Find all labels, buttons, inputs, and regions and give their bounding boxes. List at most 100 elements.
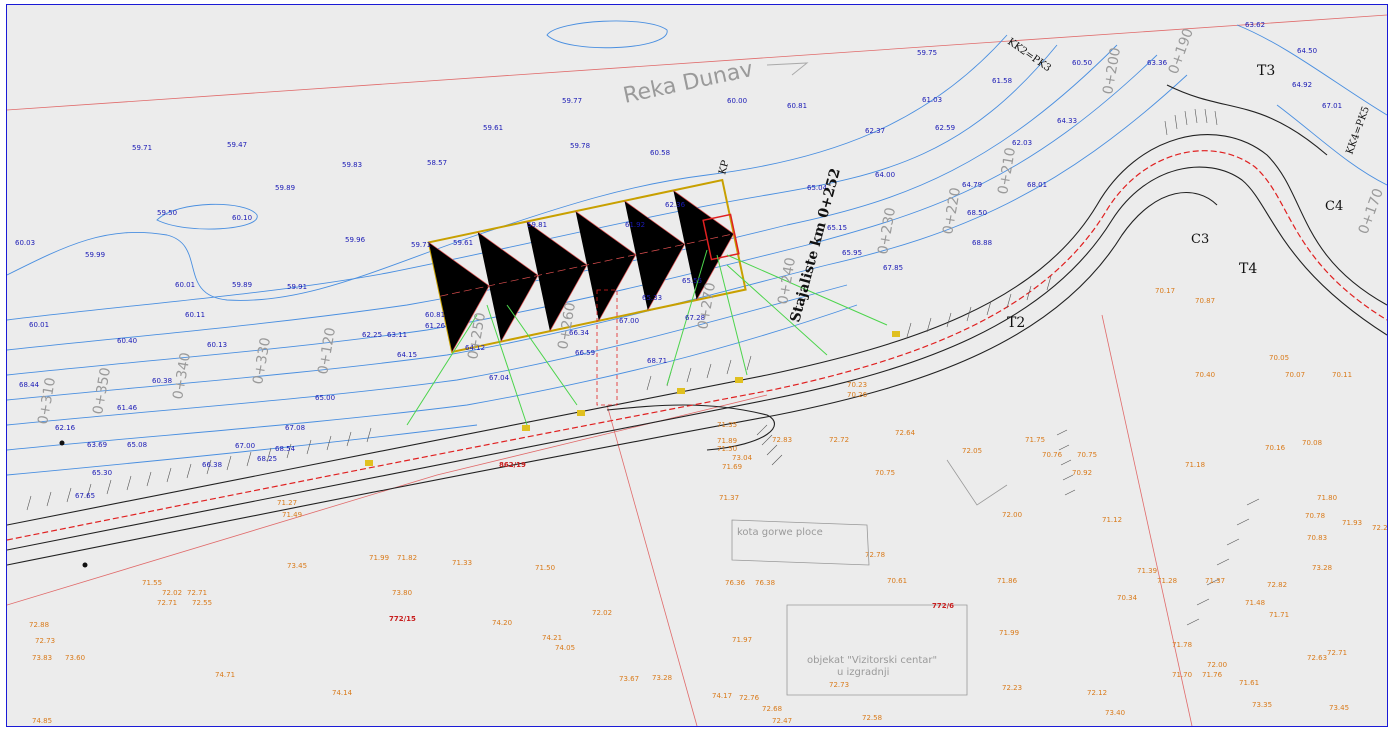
elev-orange-83: 71.61 xyxy=(1239,679,1259,687)
elev-orange-36: 70.40 xyxy=(1195,371,1215,379)
elev-orange-75: 72.73 xyxy=(35,637,55,645)
elev-blue-43: 65.00 xyxy=(315,394,335,402)
elev-orange-57: 73.67 xyxy=(619,675,639,683)
elev-orange-70: 72.76 xyxy=(739,694,760,702)
elev-orange-18: 72.83 xyxy=(772,436,792,444)
building-note-2: objekat "Vizitorski centar" xyxy=(807,655,937,666)
building-note-3: u izgradnji xyxy=(837,667,889,678)
elev-blue-38: 64.50 xyxy=(1297,47,1317,55)
elev-orange-71: 74.14 xyxy=(332,689,353,697)
elev-orange-43: 71.80 xyxy=(1317,494,1337,502)
elev-blue-35: 64.00 xyxy=(875,171,895,179)
elev-blue-40: 67.01 xyxy=(1322,102,1342,110)
elev-blue-17: 61.58 xyxy=(992,77,1012,85)
elev-orange-92: 73.35 xyxy=(1252,701,1272,709)
elev-orange-56: 74.05 xyxy=(555,644,575,652)
elev-blue-72: 66.34 xyxy=(569,329,590,337)
elev-blue-69: 62.36 xyxy=(665,201,686,209)
elev-blue-75: 68.50 xyxy=(967,209,987,217)
elev-blue-15: 60.58 xyxy=(650,149,670,157)
topographic-map-canvas[interactable]: 59.75 59.71 59.47 59.83 58.57 59.89 59.5… xyxy=(7,5,1387,726)
elev-orange-42: 71.28 xyxy=(1157,577,1177,585)
elev-orange-11: 71.33 xyxy=(452,559,472,567)
elev-blue-21: 60.03 xyxy=(15,239,35,247)
elevations-orange: 71.27 71.49 71.55 72.02 72.71 72.71 72.5… xyxy=(29,287,1387,725)
elev-blue-26: 60.11 xyxy=(185,311,205,319)
elev-orange-88: 71.78 xyxy=(1172,641,1192,649)
elev-orange-40: 71.12 xyxy=(1102,516,1122,524)
elev-blue-70: 63.11 xyxy=(387,331,407,339)
elev-blue-58: 65.33 xyxy=(642,294,662,302)
elev-blue-54: 65.04 xyxy=(807,184,828,192)
elev-orange-1: 71.27 xyxy=(277,499,297,507)
elev-blue-27: 60.13 xyxy=(207,341,227,349)
platform-structure[interactable] xyxy=(427,178,747,406)
elev-blue-67: 59.61 xyxy=(453,239,473,247)
elev-orange-74: 73.60 xyxy=(65,654,85,662)
road-axis xyxy=(7,150,1387,541)
elev-blue-2: 59.71 xyxy=(132,144,152,152)
elev-orange-15: 72.05 xyxy=(962,447,982,455)
chainage-11: 0+220 xyxy=(940,186,964,235)
parcel-boundaries xyxy=(7,14,1387,726)
elev-blue-49: 68.25 xyxy=(257,455,277,463)
elev-orange-90: 72.71 xyxy=(1327,649,1347,657)
elev-orange-73: 73.83 xyxy=(32,654,52,662)
elev-orange-48: 72.00 xyxy=(1002,511,1022,519)
elev-blue-63: 61.26 xyxy=(425,322,446,330)
elev-blue-46: 67.08 xyxy=(285,424,305,432)
elev-orange-86: 72.82 xyxy=(1267,581,1287,589)
elev-orange-16: 71.89 xyxy=(717,437,737,445)
building-outline[interactable] xyxy=(731,459,1008,696)
elev-orange-58: 73.28 xyxy=(652,674,672,682)
elev-blue-44: 63.69 xyxy=(87,441,107,449)
support-lines xyxy=(406,249,888,426)
elev-blue-30: 61.46 xyxy=(117,404,138,412)
elev-blue-64: 60.81 xyxy=(425,311,445,319)
elev-orange-39: 70.92 xyxy=(1072,469,1092,477)
elev-blue-7: 59.50 xyxy=(157,209,177,217)
elev-blue-3: 59.47 xyxy=(227,141,247,149)
elev-orange-52: 76.36 xyxy=(725,579,746,587)
elev-orange-61: 72.23 xyxy=(1002,684,1022,692)
parcel-862-19: 862/19 xyxy=(499,461,526,469)
elev-orange-30: 70.87 xyxy=(1195,297,1215,305)
elev-blue-47: 67.00 xyxy=(235,442,255,450)
chainage-labels: 0+310 0+350 0+340 0+330 0+120 0+250 0+26… xyxy=(35,26,1387,425)
structure-markers xyxy=(365,331,900,466)
elev-orange-59: 72.73 xyxy=(829,681,849,689)
elev-orange-76: 72.88 xyxy=(29,621,49,629)
elev-blue-23: 60.01 xyxy=(175,281,195,289)
elev-blue-48: 68.54 xyxy=(275,445,296,453)
elev-blue-60: 67.04 xyxy=(489,374,510,382)
river-arrow xyxy=(766,62,809,76)
curve-t2: T2 xyxy=(1007,315,1025,331)
kk-label-1: KK2=PK3 xyxy=(1005,36,1052,74)
contour-lines xyxy=(7,20,1387,476)
elev-orange-45: 70.83 xyxy=(1307,534,1327,542)
elev-orange-27: 70.78 xyxy=(1305,512,1325,520)
chainage-14: 0+190 xyxy=(1166,26,1197,76)
elev-orange-89: 72.63 xyxy=(1307,654,1327,662)
elev-blue-10: 59.77 xyxy=(562,97,582,105)
parcel-772-15: 772/15 xyxy=(389,615,416,623)
elev-blue-51: 65.30 xyxy=(92,469,112,477)
elev-orange-21: 71.37 xyxy=(719,494,739,502)
elev-orange-77: 71.50 xyxy=(535,564,555,572)
elev-orange-50: 70.61 xyxy=(887,577,907,585)
chainage-15: 0+170 xyxy=(1356,186,1387,236)
elev-orange-68: 74.71 xyxy=(215,671,235,679)
map-frame: 59.75 59.71 59.47 59.83 58.57 59.89 59.5… xyxy=(6,4,1388,727)
elev-orange-29: 70.17 xyxy=(1155,287,1175,295)
elev-orange-82: 72.00 xyxy=(1207,661,1227,669)
elev-blue-33: 60.50 xyxy=(1072,59,1092,67)
elev-orange-20: 71.69 xyxy=(722,463,742,471)
elev-orange-62: 72.02 xyxy=(592,609,612,617)
elev-orange-28: 71.18 xyxy=(1185,461,1205,469)
elev-blue-20: 62.03 xyxy=(1012,139,1032,147)
elev-blue-37: 63.62 xyxy=(1245,21,1265,29)
elev-blue-25: 59.91 xyxy=(287,283,307,291)
parcel-772-6: 772/6 xyxy=(932,602,954,610)
elev-orange-78: 71.99 xyxy=(369,554,389,562)
elev-blue-22: 59.99 xyxy=(85,251,105,259)
